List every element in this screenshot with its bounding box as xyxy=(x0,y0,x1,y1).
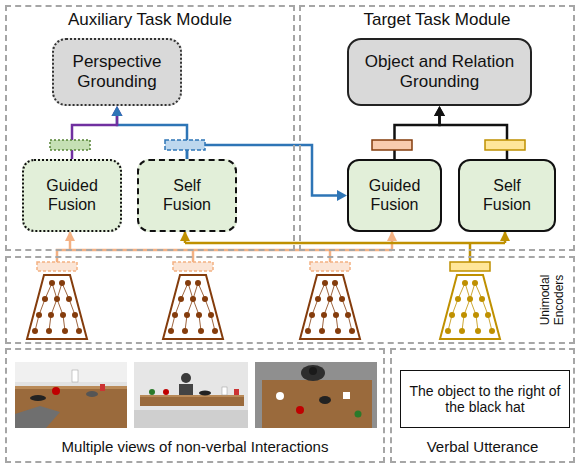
arrow-head xyxy=(434,106,445,116)
panel-caption: Multiple views of non-verbal Interaction… xyxy=(62,438,329,455)
input-panel: Multiple views of non-verbal Interaction… xyxy=(5,348,385,463)
task-label: Object and Relation Grounding xyxy=(355,52,524,91)
input-panel: Verbal Utterance The object to the right … xyxy=(390,348,575,463)
encoder-icon xyxy=(27,275,87,339)
connector xyxy=(117,115,187,159)
fusion-box: Self Fusion xyxy=(458,159,556,232)
connector xyxy=(72,115,117,159)
module-panel: Target Task ModuleObject and Relation Gr… xyxy=(299,5,575,251)
verbal-wire xyxy=(469,243,472,262)
utterance-box: The object to the right of the black hat xyxy=(400,370,570,428)
fusion-box: Self Fusion xyxy=(137,159,237,232)
feature-vector xyxy=(173,262,213,271)
feature-vector xyxy=(310,262,350,271)
module-title: Target Task Module xyxy=(301,10,573,30)
task-box: Object and Relation Grounding xyxy=(347,38,532,106)
connector xyxy=(440,115,508,159)
fusion-label: Guided Fusion xyxy=(36,177,108,214)
fusion-label: Self Fusion xyxy=(472,177,542,214)
task-label: Perspective Grounding xyxy=(60,52,174,91)
feature-vector xyxy=(372,140,412,150)
task-box: Perspective Grounding xyxy=(52,38,182,106)
feature-vector xyxy=(485,140,525,150)
arrow-head xyxy=(112,106,123,116)
arrow-head xyxy=(337,190,347,201)
visual-wire xyxy=(69,232,72,250)
arrow-head xyxy=(112,106,123,116)
visual-wire xyxy=(391,232,394,250)
panel-caption: Verbal Utterance xyxy=(427,438,539,455)
module-panel: Auxiliary Task ModulePerspective Groundi… xyxy=(5,5,295,251)
fusion-box: Guided Fusion xyxy=(22,159,122,232)
fusion-label: Guided Fusion xyxy=(361,177,428,214)
feature-vector xyxy=(165,140,205,150)
verbal-wire xyxy=(504,232,507,243)
verbal-wire xyxy=(184,232,187,243)
module-title: Auxiliary Task Module xyxy=(7,10,293,30)
feature-vector xyxy=(450,262,490,271)
utterance-text: The object to the right of the black hat xyxy=(409,383,561,415)
fusion-label: Self Fusion xyxy=(151,177,223,214)
encoder-icon xyxy=(300,275,360,339)
encoder-band: Unimodal Encoders xyxy=(5,256,575,344)
view-image xyxy=(255,362,377,428)
feature-vector xyxy=(37,262,77,271)
verbal-wire xyxy=(185,242,505,245)
encoder-icon xyxy=(163,275,223,339)
feature-vector xyxy=(50,140,90,150)
connector xyxy=(395,115,440,159)
view-image xyxy=(15,362,127,428)
arrow-head xyxy=(434,106,445,116)
encoder-icon xyxy=(440,275,500,339)
fusion-box: Guided Fusion xyxy=(347,159,442,232)
view-image xyxy=(134,362,248,428)
band-label: Unimodal Encoders xyxy=(538,258,566,342)
